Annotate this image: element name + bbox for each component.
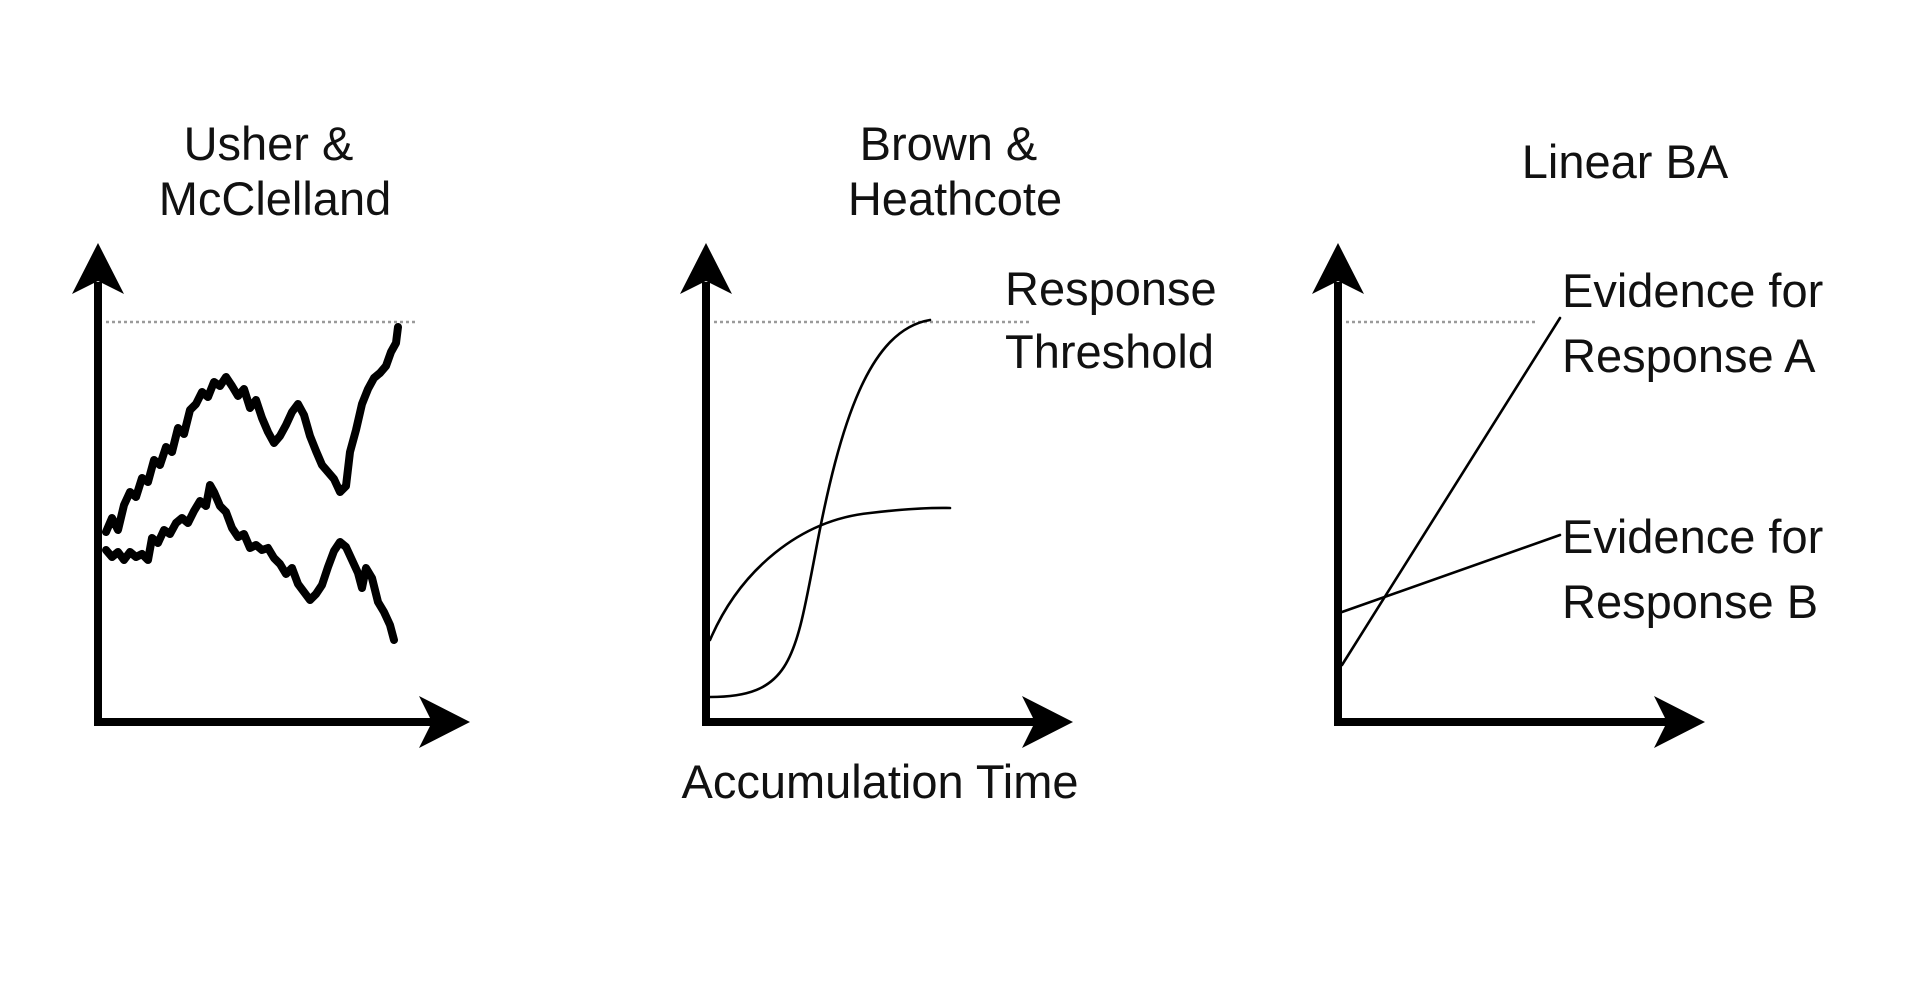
panel-title-line-2: McClelland	[159, 172, 391, 225]
x-axis-label: Accumulation Time	[681, 755, 1078, 808]
evidence-trace-upper	[102, 323, 402, 536]
response-threshold-label: Response Threshold	[1005, 262, 1230, 378]
evidence-b-line-1: Evidence for	[1562, 510, 1823, 563]
axes-usher-mcclelland	[72, 243, 470, 748]
panel-brown-heathcote: Brown & Heathcote Response Threshold Acc…	[680, 117, 1230, 808]
evidence-b-line-2: Response B	[1562, 575, 1818, 628]
y-axis-arrowhead	[1312, 243, 1364, 294]
y-axis-arrowhead	[680, 243, 732, 294]
evidence-a-line-1: Evidence for	[1562, 264, 1823, 317]
x-axis-arrowhead	[419, 696, 470, 748]
panel-linear-ba: Linear BA Evidence for Response A Eviden…	[1312, 135, 1836, 748]
evidence-a-line-2: Response A	[1562, 329, 1816, 382]
evidence-line-response-a	[1340, 316, 1562, 667]
threshold-label-line-2: Threshold	[1005, 325, 1214, 378]
panel-title-linear-ba: Linear BA	[1522, 135, 1729, 188]
evidence-a-label: Evidence for Response A	[1562, 264, 1836, 382]
evidence-curve-saturating	[708, 506, 952, 642]
x-axis-arrowhead	[1654, 696, 1705, 748]
panel-title-line-1: Usher &	[184, 117, 354, 170]
axes-brown-heathcote	[680, 243, 1073, 748]
panel-title-line-1: Brown &	[860, 117, 1038, 170]
evidence-line-response-b	[1340, 533, 1562, 614]
panel-title-brown-heathcote: Brown & Heathcote	[848, 117, 1062, 225]
panel-usher-mcclelland: Usher & McClelland	[72, 117, 470, 748]
evidence-trace-lower	[102, 481, 398, 644]
panel-title-usher-mcclelland: Usher & McClelland	[159, 117, 391, 225]
evidence-curve-sigmoid	[708, 318, 932, 699]
threshold-label-line-1: Response	[1005, 262, 1217, 315]
x-axis-arrowhead	[1022, 696, 1073, 748]
axes-linear-ba	[1312, 243, 1705, 748]
panel-title-line-2: Heathcote	[848, 172, 1062, 225]
evidence-b-label: Evidence for Response B	[1562, 510, 1836, 628]
y-axis-arrowhead	[72, 243, 124, 294]
